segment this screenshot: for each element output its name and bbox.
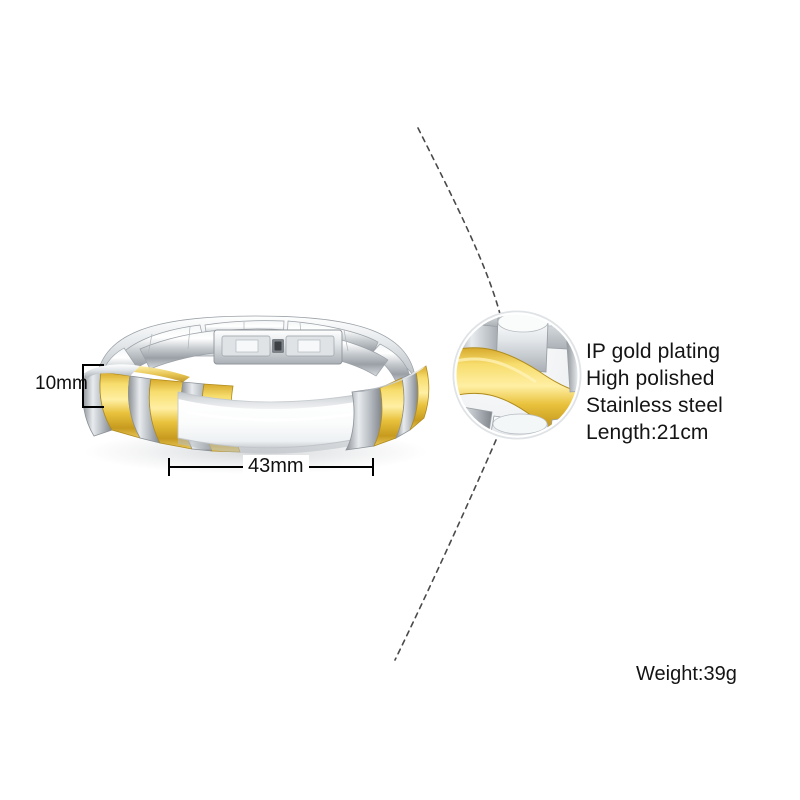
feature-line-4: Length:21cm [586, 421, 709, 444]
feature-line-2: High polished [586, 367, 715, 390]
leader-arc-top [417, 127, 501, 315]
id-plate [177, 391, 363, 454]
width-dimension-label: 10mm [35, 373, 88, 394]
left-link-run [82, 364, 241, 453]
bracelet-back-strand [95, 315, 417, 393]
leader-arc-bottom [394, 439, 497, 661]
feature-line-3: Stainless steel [586, 394, 723, 417]
right-link-run [345, 365, 430, 451]
magnifier-inset [452, 310, 582, 440]
length-dimension-label: 43mm [243, 455, 309, 478]
feature-list: IP gold plating High polished Stainless … [586, 338, 786, 446]
feature-line-1: IP gold plating [586, 340, 721, 363]
width-dimension-bracket [82, 364, 104, 408]
callout-leader-lines [394, 127, 501, 661]
weight-label: Weight:39g [636, 663, 737, 685]
clasp [213, 329, 343, 365]
